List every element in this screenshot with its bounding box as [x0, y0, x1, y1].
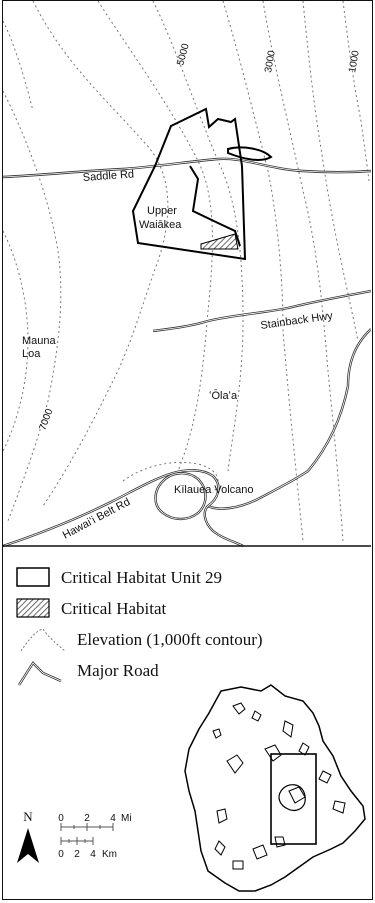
legend-label-habitat: Critical Habitat — [61, 599, 167, 618]
dotted-line-swatch — [20, 628, 66, 652]
legend-label-road: Major Road — [77, 661, 159, 680]
hawaii-belt-road-label: Hawaiʻi Belt Rd — [61, 496, 132, 542]
contour-line — [3, 90, 62, 522]
scale-bar: 0 2 4 Mi 0 2 4 Km — [58, 813, 131, 860]
scale-km-tick-2: 2 — [74, 849, 80, 860]
contour-label-1000: 1000 — [347, 49, 362, 73]
contour-line — [3, 230, 29, 452]
legend-label-elevation: Elevation (1,000ft contour) — [77, 630, 263, 649]
stainback-highway-label: Stainback Hwy — [260, 310, 334, 332]
scale-mi-tick-4: 4 — [110, 813, 116, 824]
unit-outline-swatch — [16, 567, 50, 587]
contour-label-5000: 5000 — [175, 42, 191, 67]
inset-locator-box — [270, 753, 317, 845]
contour-line — [302, 1, 359, 342]
contour-line — [97, 1, 213, 472]
scale-km-tick-0: 0 — [58, 849, 64, 860]
scale-mi-tick-2: 2 — [84, 813, 90, 824]
scale-km-unit: Km — [102, 849, 117, 860]
road-line-swatch — [17, 661, 62, 686]
contour-line — [152, 1, 244, 472]
legend: Critical Habitat Unit 29 Critical Habita… — [16, 567, 366, 892]
saddle-road-line — [3, 157, 371, 179]
critical-habitat-unit-29 — [131, 107, 273, 261]
contour-line — [342, 1, 370, 182]
contour-line — [262, 1, 344, 542]
contour-line — [3, 20, 34, 112]
crater-rim-road — [154, 472, 207, 521]
scale-mi-tick-0: 0 — [58, 813, 64, 824]
hatched-area-swatch — [16, 598, 50, 618]
map-canvas: Upper Waiākea Mauna Loa ʻŌlaʻa Kīlauea V… — [3, 1, 371, 892]
major-roads — [3, 157, 371, 548]
upper-waiakea-label-2: Waiākea — [139, 219, 182, 231]
scale-mi-unit: Mi — [121, 813, 132, 824]
mauna-loa-label: Mauna — [22, 335, 57, 347]
kilauea-volcano-label: Kīlauea Volcano — [174, 484, 254, 496]
contour-label-7000: 7000 — [37, 407, 55, 432]
contour-line — [222, 1, 304, 542]
north-arrow-icon: N — [17, 809, 39, 863]
olaa-label: ʻŌlaʻa — [209, 390, 238, 402]
island-inset-map — [184, 684, 366, 892]
contour-line — [32, 1, 169, 507]
upper-waiakea-label: Upper — [147, 205, 177, 217]
mauna-loa-label-2: Loa — [22, 348, 41, 360]
critical-habitat-area — [200, 233, 239, 250]
north-label: N — [23, 809, 33, 824]
saddle-road-label: Saddle Rd — [82, 168, 134, 184]
legend-label-unit: Critical Habitat Unit 29 — [61, 568, 222, 587]
scale-km-tick-4: 4 — [90, 849, 96, 860]
map-area: Upper Waiākea Mauna Loa ʻŌlaʻa Kīlauea V… — [3, 1, 371, 548]
elevation-contours — [3, 1, 370, 542]
contour-line — [122, 461, 219, 494]
contour-label-3000: 3000 — [263, 49, 278, 73]
